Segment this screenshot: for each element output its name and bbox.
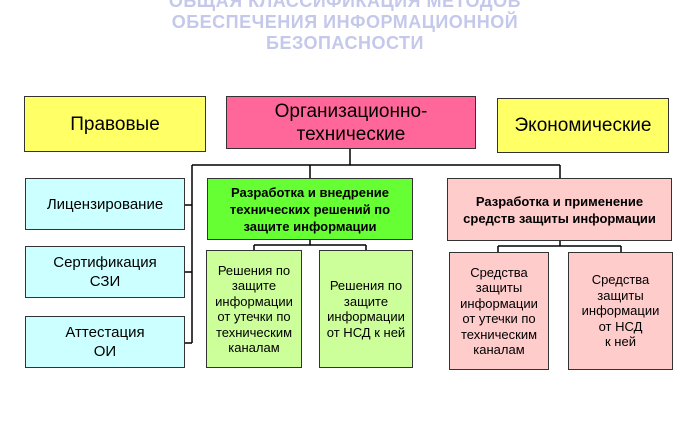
tech-solutions-header-label: Разработка и внедрение технических решен… (229, 184, 391, 234)
tech-solutions-header-box: Разработка и внедрение технических решен… (207, 178, 413, 240)
nsd-solutions-box: Решения по защите информации от НСД к не… (319, 250, 413, 368)
economic-methods-label: Экономические (514, 115, 652, 136)
leak-solutions-box: Решения по защите информации от утечки п… (206, 250, 302, 368)
title-line-3: БЕЗОПАСНОСТИ (266, 33, 424, 53)
legal-methods-label: Правовые (70, 113, 160, 135)
protection-means-header-box: Разработка и применение средств защиты и… (447, 178, 672, 241)
attestation-box: Аттестация ОИ (25, 316, 185, 368)
economic-methods-box: Экономические (497, 98, 669, 153)
title-line-2: ОБЕСПЕЧЕНИЯ ИНФОРМАЦИОННОЙ (171, 12, 519, 32)
attestation-label: Аттестация ОИ (65, 324, 145, 360)
diagram-title: ОБЩАЯ КЛАССИФИКАЦИЯ МЕТОДОВ ОБЕСПЕЧЕНИЯ … (0, 0, 690, 54)
org-tech-methods-box: Организационно- технические (226, 96, 476, 149)
leak-solutions-label: Решения по защите информации от утечки п… (215, 262, 293, 356)
certification-label: Сертификация СЗИ (53, 254, 157, 290)
org-tech-methods-label: Организационно- технические (274, 100, 428, 145)
certification-box: Сертификация СЗИ (25, 246, 185, 298)
licensing-box: Лицензирование (25, 178, 185, 230)
nsd-means-box: Средства защиты информации от НСД к ней (568, 252, 673, 370)
protection-means-header-label: Разработка и применение средств защиты и… (463, 193, 656, 226)
licensing-label: Лицензирование (46, 195, 164, 213)
leak-means-label: Средства защиты информации от утечки по … (460, 264, 538, 358)
leak-means-box: Средства защиты информации от утечки по … (449, 252, 549, 370)
legal-methods-box: Правовые (24, 96, 206, 152)
nsd-means-label: Средства защиты информации от НСД к ней (581, 272, 660, 350)
nsd-solutions-label: Решения по защите информации от НСД к не… (326, 278, 406, 340)
title-line-1: ОБЩАЯ КЛАССИФИКАЦИЯ МЕТОДОВ (168, 0, 522, 11)
